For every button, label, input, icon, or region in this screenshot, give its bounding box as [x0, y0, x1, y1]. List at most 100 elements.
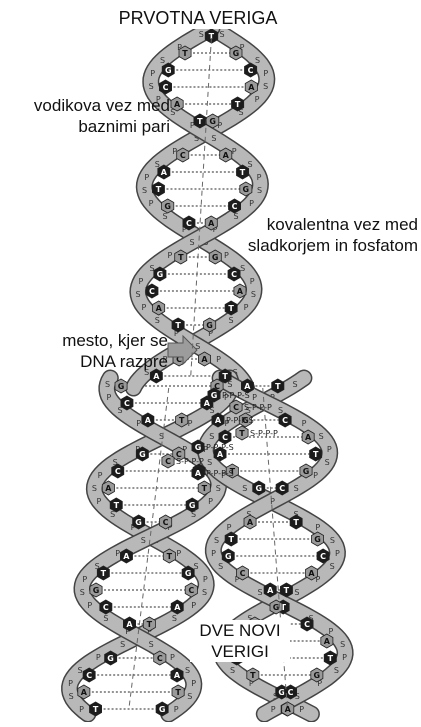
base-letter: C	[186, 219, 192, 228]
free-nucleotide-chain: P-P-P-S	[206, 469, 234, 478]
backbone-letter: S	[248, 160, 253, 169]
backbone-letter: S	[209, 432, 214, 441]
backbone-letter: P	[79, 705, 84, 714]
backbone-letter: S	[69, 692, 74, 701]
hydrogen-bond-line-1: vodikova vez med	[2, 95, 170, 116]
backbone-letter: S	[103, 614, 108, 623]
backbone-letter: P	[191, 679, 196, 688]
base-letter: T	[240, 168, 246, 177]
backbone-letter: P	[138, 277, 143, 286]
backbone-letter: P	[176, 549, 181, 558]
backbone-letter: S	[330, 536, 335, 545]
backbone-letter: S	[230, 666, 235, 675]
base-letter: A	[247, 518, 254, 527]
backbone-letter: P	[141, 303, 146, 312]
backbone-letter: S	[319, 432, 324, 441]
backbone-letter: P	[271, 705, 276, 714]
base-letter: G	[256, 484, 263, 493]
base-letter: A	[153, 372, 160, 381]
base-letter: T	[228, 535, 234, 544]
base-letter: G	[209, 117, 216, 126]
base-letter: G	[233, 49, 240, 58]
backbone-letter: P	[208, 497, 213, 506]
backbone-letter: S	[207, 458, 212, 467]
free-nucleotide-chain: P-P-P-S	[206, 443, 234, 452]
backbone-letter: P	[170, 653, 175, 662]
base-letter: C	[304, 620, 310, 629]
new-strands-label: DVE NOVI VERIGI	[190, 620, 290, 662]
base-letter: A	[174, 100, 181, 109]
base-letter: G	[212, 253, 219, 262]
backbone-letter: S	[202, 588, 207, 597]
backbone-letter: P	[82, 575, 87, 584]
base-letter: G	[211, 391, 218, 400]
base-letter: T	[182, 49, 188, 58]
base-letter: C	[232, 202, 238, 211]
backbone-letter: P	[299, 705, 304, 714]
backbone-letter: S	[325, 458, 330, 467]
backbone-letter: P	[167, 251, 172, 260]
free-nucleotide-chain: S-P-P-P	[250, 429, 278, 438]
base-letter: C	[248, 66, 254, 75]
backbone-letter: P	[342, 653, 347, 662]
base-letter: G	[206, 321, 213, 330]
original-strand-text: PRVOTNA VERIGA	[108, 8, 288, 29]
base-letter: A	[126, 620, 133, 629]
base-letter: A	[244, 382, 251, 391]
base-letter: G	[93, 586, 100, 595]
backbone-letter: P	[68, 679, 73, 688]
base-letter: C	[115, 467, 121, 476]
backbone-letter: P	[150, 69, 155, 78]
backbone-letter: S	[77, 666, 82, 675]
base-letter: C	[288, 688, 294, 697]
free-nucleotide-chain: S-P-P-P	[176, 457, 204, 466]
backbone-letter: P	[232, 147, 237, 156]
base-letter: T	[284, 586, 290, 595]
base-letter: T	[93, 705, 99, 714]
backbone-letter: P	[252, 393, 257, 402]
base-letter: A	[267, 586, 274, 595]
backbone-letter: P	[149, 199, 154, 208]
free-nucleotide-chain: P-P-P-S	[226, 416, 254, 425]
base-letter: G	[303, 467, 310, 476]
backbone-letter: S	[149, 82, 154, 91]
base-letter: A	[174, 671, 181, 680]
backbone-letter: S	[255, 56, 260, 65]
backbone-letter: S	[172, 614, 177, 623]
unwinding-point-line-1: mesto, kjer se	[22, 330, 168, 351]
backbone-letter: S	[142, 186, 147, 195]
base-letter: C	[222, 433, 228, 442]
backbone-letter: S	[92, 484, 97, 493]
base-letter: A	[161, 168, 168, 177]
base-letter: G	[164, 202, 171, 211]
backbone-letter: P	[174, 705, 179, 714]
backbone-letter: P	[106, 393, 111, 402]
backbone-letter: P	[255, 95, 260, 104]
base-letter: C	[157, 654, 163, 663]
base-letter: A	[145, 416, 152, 425]
backbone-letter: P	[211, 549, 216, 558]
base-letter: C	[320, 552, 326, 561]
base-letter: T	[328, 654, 334, 663]
base-letter: C	[282, 416, 288, 425]
backbone-letter: P	[327, 445, 332, 454]
backbone-letter: P	[144, 173, 149, 182]
unwinding-point-line-2: DNA razpre	[22, 351, 168, 372]
base-letter: G	[243, 185, 250, 194]
backbone-letter: S	[216, 484, 221, 493]
backbone-letter: P	[244, 303, 249, 312]
base-letter: C	[188, 586, 194, 595]
backbone-letter: P	[188, 419, 193, 428]
base-letter: T	[313, 450, 319, 459]
backbone-letter: P	[335, 549, 340, 558]
backbone-letter: S	[187, 692, 192, 701]
base-letter: T	[222, 372, 228, 381]
base-letter: T	[167, 552, 173, 561]
backbone-letter: S	[185, 666, 190, 675]
base-letter: G	[159, 705, 166, 714]
base-letter: A	[215, 416, 222, 425]
backbone-letter: S	[120, 640, 125, 649]
backbone-letter: P	[191, 601, 196, 610]
base-letter: A	[324, 637, 331, 646]
backbone-letter: P	[315, 523, 320, 532]
